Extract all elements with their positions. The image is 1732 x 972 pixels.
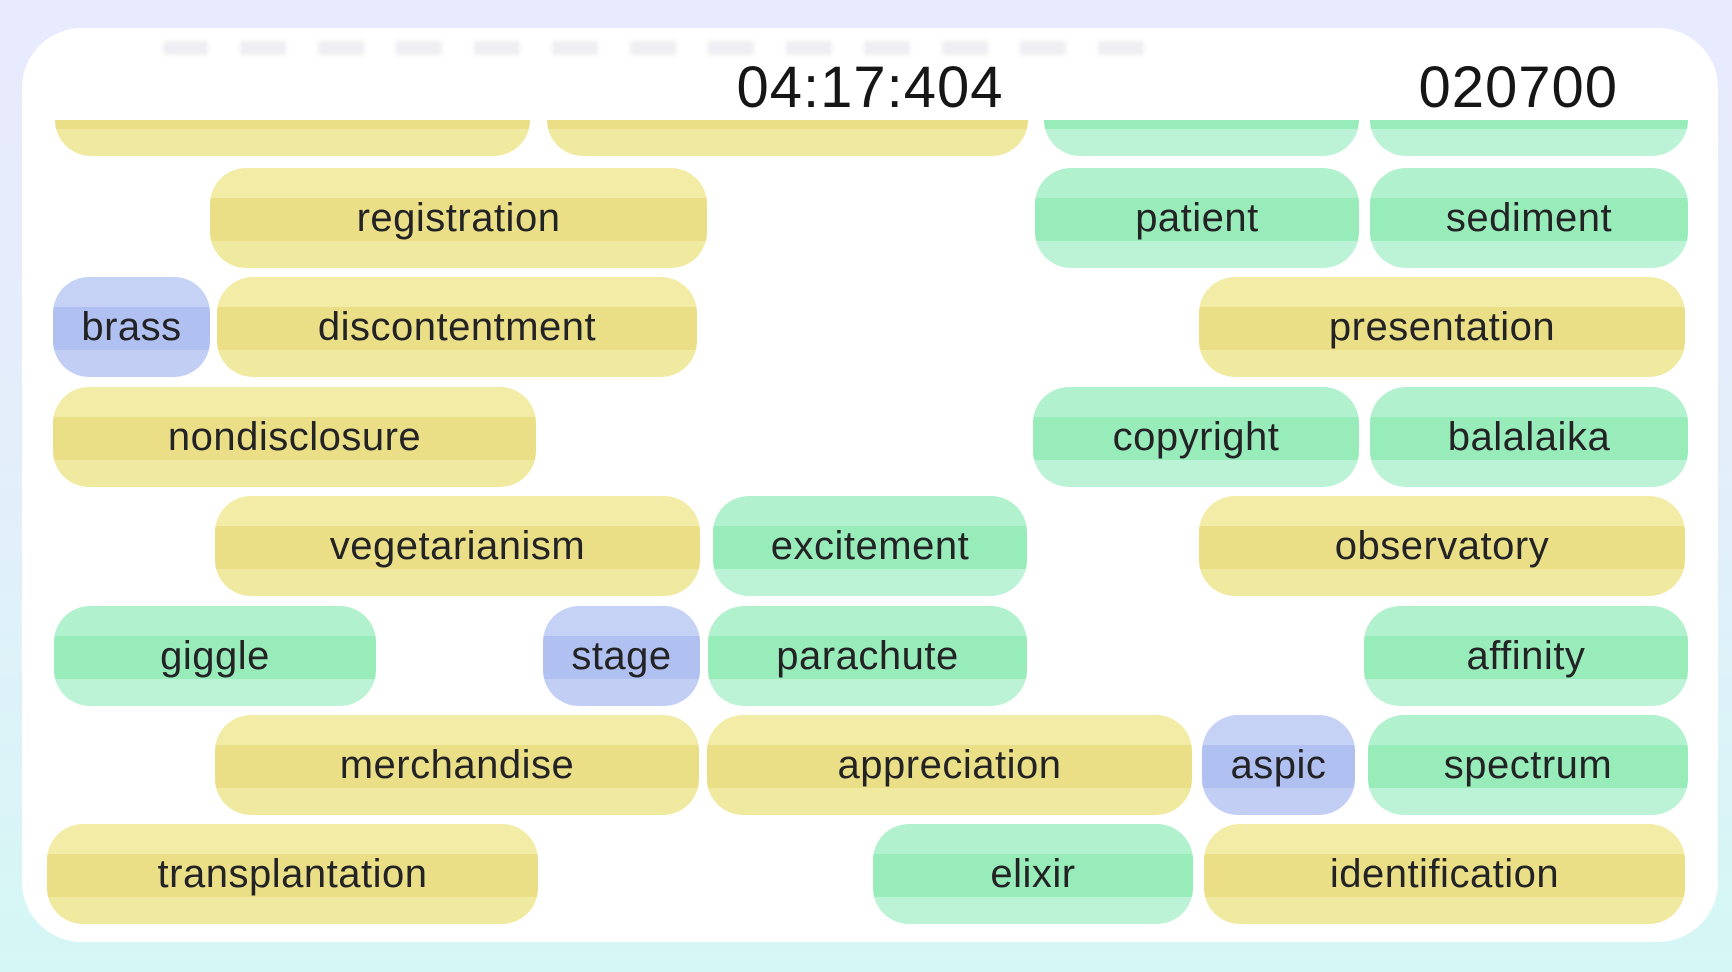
word-pill-registration[interactable]: registration xyxy=(210,168,707,268)
word-pill-label: stage xyxy=(571,633,672,678)
word-pill-presentation[interactable]: presentation xyxy=(1199,277,1685,377)
word-pill-label: excitement xyxy=(770,523,970,568)
word-pill-label: elixir xyxy=(990,851,1076,896)
word-pill-parachute[interactable]: parachute xyxy=(708,606,1027,706)
word-pill-label: transplantation xyxy=(157,851,428,896)
word-pill-discontentment[interactable]: discontentment xyxy=(217,277,697,377)
word-pill-brass[interactable]: brass xyxy=(53,277,210,377)
word-pill-label: presentation xyxy=(1328,304,1556,349)
hud: 04:17:404 020700 xyxy=(22,50,1718,126)
word-pill-elixir[interactable]: elixir xyxy=(873,824,1193,924)
word-board: registration patient sediment brass disconte… xyxy=(22,120,1718,942)
word-pill-nondisclosure[interactable]: nondisclosure xyxy=(53,387,536,487)
word-pill-balalaika[interactable]: balalaika xyxy=(1370,387,1688,487)
word-pill-label: vegetarianism xyxy=(329,523,586,568)
word-pill-label: brass xyxy=(81,304,182,349)
word-pill-clipped[interactable] xyxy=(547,120,1028,156)
word-pill-giggle[interactable]: giggle xyxy=(54,606,376,706)
word-pill-aspic[interactable]: aspic xyxy=(1202,715,1355,815)
word-pill-label: observatory xyxy=(1334,523,1550,568)
word-pill-label: balalaika xyxy=(1447,414,1611,459)
word-pill-label: nondisclosure xyxy=(167,414,422,459)
word-pill-label: merchandise xyxy=(339,742,575,787)
word-pill-label: patient xyxy=(1135,195,1259,240)
word-pill-clipped[interactable] xyxy=(1370,120,1688,156)
word-pill-identification[interactable]: identification xyxy=(1204,824,1685,924)
word-pill-label: parachute xyxy=(776,633,959,678)
word-pill-label: aspic xyxy=(1230,742,1327,787)
word-pill-transplantation[interactable]: transplantation xyxy=(47,824,538,924)
word-pill-label: sediment xyxy=(1445,195,1613,240)
word-pill-appreciation[interactable]: appreciation xyxy=(707,715,1192,815)
word-pill-affinity[interactable]: affinity xyxy=(1364,606,1688,706)
word-pill-label: appreciation xyxy=(837,742,1062,787)
word-pill-stage[interactable]: stage xyxy=(543,606,700,706)
word-pill-label: giggle xyxy=(160,633,270,678)
game-board-card: 04:17:404 020700 registration patient sedi… xyxy=(22,28,1718,942)
word-pill-clipped[interactable] xyxy=(55,120,530,156)
timer-display: 04:17:404 xyxy=(736,55,1004,120)
word-pill-label: affinity xyxy=(1466,633,1586,678)
fading-row-artifact xyxy=(162,41,1152,55)
word-pill-vegetarianism[interactable]: vegetarianism xyxy=(215,496,700,596)
word-pill-label: copyright xyxy=(1112,414,1280,459)
word-pill-clipped[interactable] xyxy=(1044,120,1359,156)
score-display: 020700 xyxy=(1418,55,1618,120)
word-pill-label: spectrum xyxy=(1443,742,1613,787)
word-pill-label: registration xyxy=(356,195,561,240)
word-pill-copyright[interactable]: copyright xyxy=(1033,387,1359,487)
word-pill-spectrum[interactable]: spectrum xyxy=(1368,715,1688,815)
word-pill-label: discontentment xyxy=(317,304,597,349)
word-pill-excitement[interactable]: excitement xyxy=(713,496,1027,596)
word-pill-merchandise[interactable]: merchandise xyxy=(215,715,699,815)
word-pill-sediment[interactable]: sediment xyxy=(1370,168,1688,268)
word-pill-label: identification xyxy=(1329,851,1560,896)
word-pill-patient[interactable]: patient xyxy=(1035,168,1359,268)
word-pill-observatory[interactable]: observatory xyxy=(1199,496,1685,596)
